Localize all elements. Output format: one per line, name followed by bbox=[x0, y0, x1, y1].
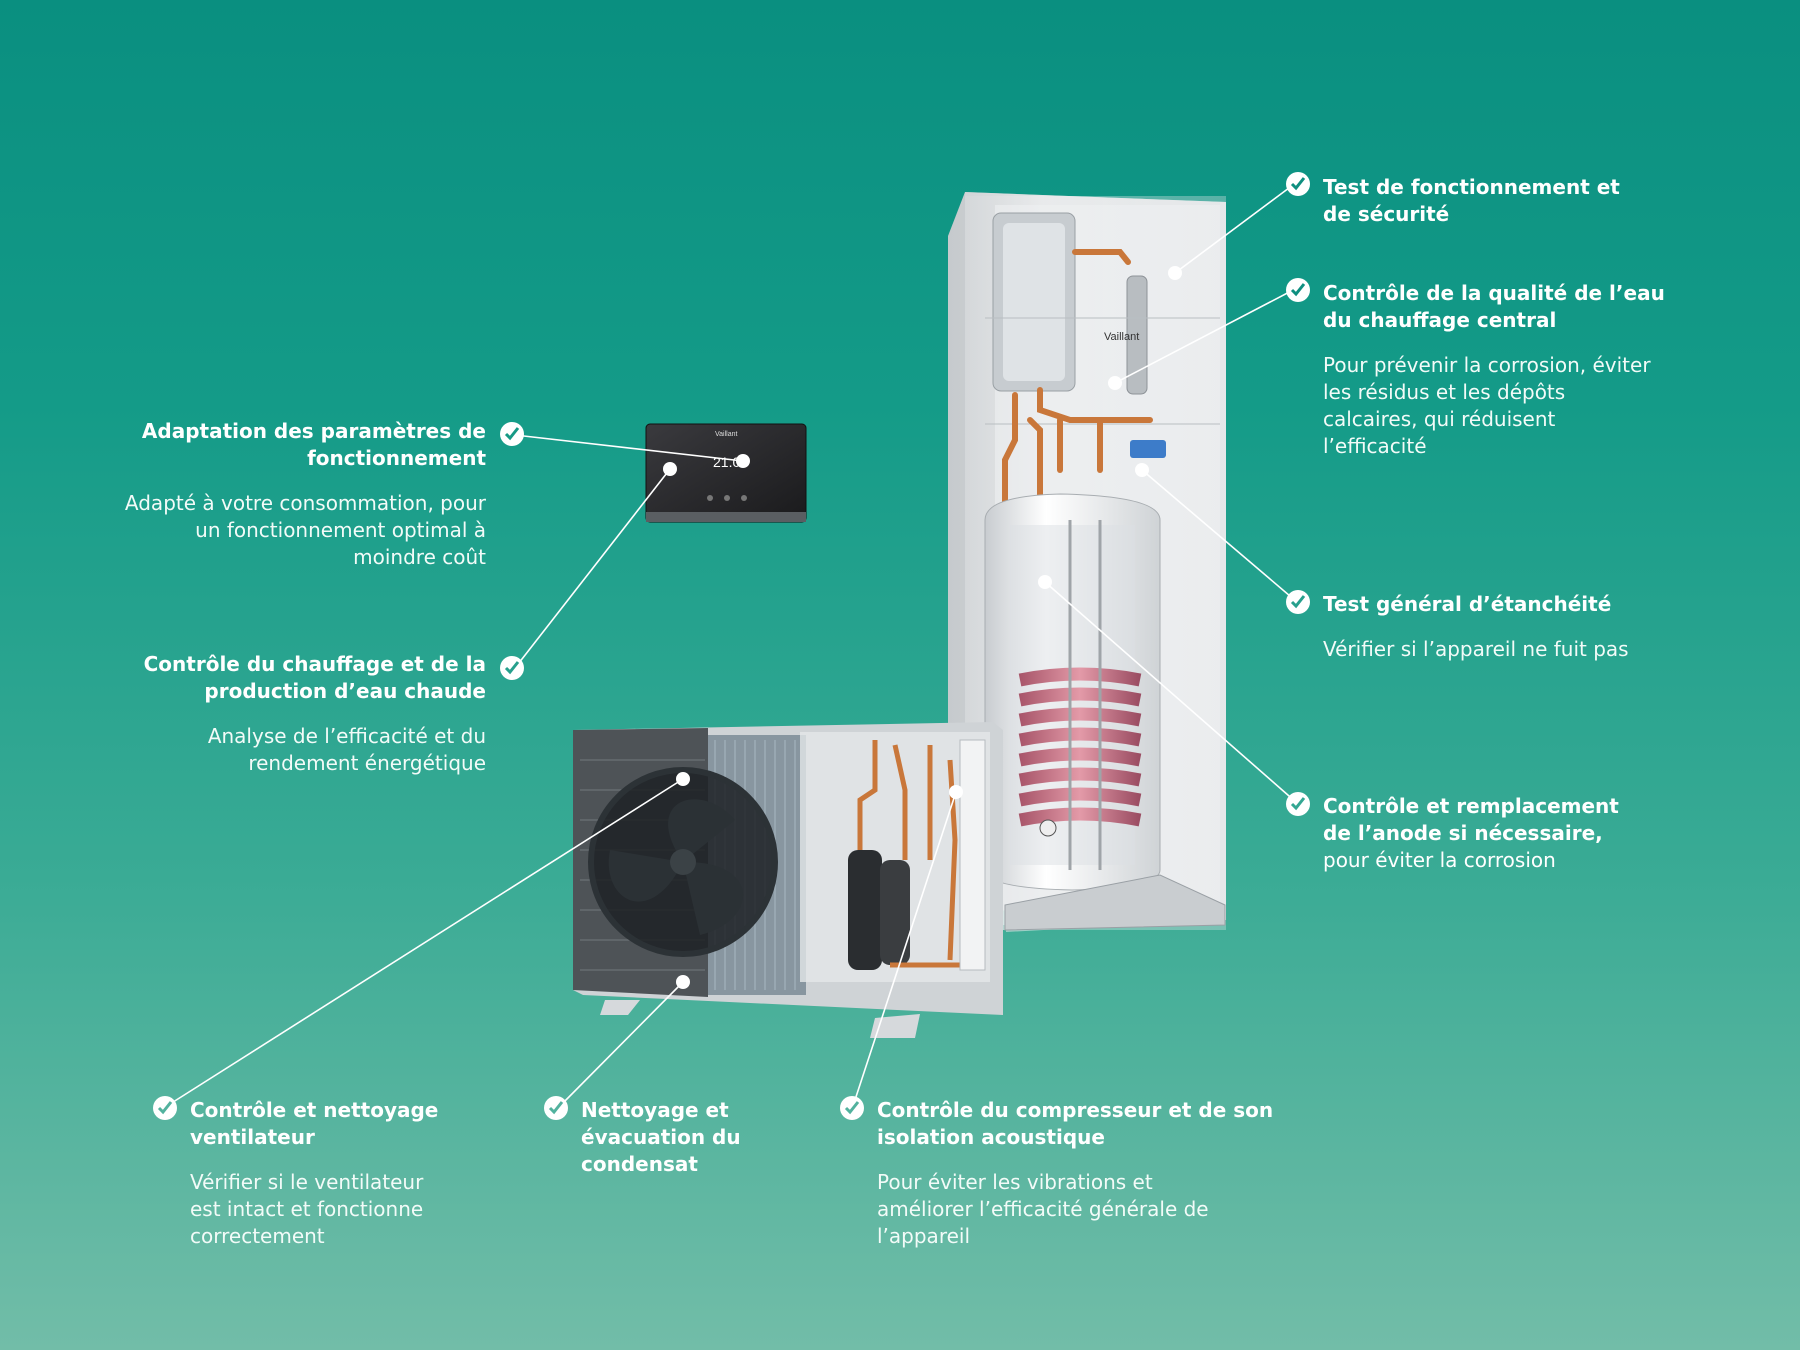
annotation-qualite-eau: Contrôle de la qualité de l’eau du chauf… bbox=[1323, 280, 1683, 460]
check-icon bbox=[1286, 792, 1310, 816]
controller-brand: Vaillant bbox=[715, 431, 737, 438]
annotation-description: Adapté à votre consommation, pour un fon… bbox=[124, 491, 486, 569]
annotation-description: Pour éviter les vibrations et améliorer … bbox=[877, 1170, 1209, 1248]
annotation-condensat: Nettoyage et évacuation du condensat bbox=[581, 1097, 781, 1178]
annotation-description: Vérifier si l’appareil ne fuit pas bbox=[1323, 637, 1629, 661]
annotation-compresseur: Contrôle du compresseur et de son isolat… bbox=[877, 1097, 1297, 1250]
fan-icon bbox=[588, 767, 778, 957]
room-controller: Vaillant 21.0 bbox=[645, 423, 807, 523]
annotation-chauffage-eau-chaude: Contrôle du chauffage et de la productio… bbox=[120, 651, 486, 777]
annotation-title-rest: pour éviter la corrosion bbox=[1323, 848, 1556, 872]
annotation-title: Test de fonctionnement et de sécurité bbox=[1323, 175, 1620, 226]
check-icon bbox=[1286, 278, 1310, 302]
indoor-unit: Vaillant bbox=[948, 192, 1226, 932]
check-icon bbox=[1286, 590, 1310, 614]
check-icon bbox=[544, 1096, 568, 1120]
annotation-title-bold: Contrôle et remplacement de l’anode si n… bbox=[1323, 794, 1619, 845]
annotation-description: Pour prévenir la corrosion, éviter les r… bbox=[1323, 353, 1651, 458]
check-icon bbox=[500, 656, 524, 680]
annotation-etancheite: Test général d’étanchéité Vérifier si l’… bbox=[1323, 591, 1683, 663]
hot-water-tank bbox=[984, 493, 1161, 891]
annotation-title: Adaptation des paramètres de fonctionnem… bbox=[141, 419, 486, 470]
annotation-title: Contrôle et nettoyage ventilateur bbox=[190, 1098, 439, 1149]
leader-lines bbox=[169, 181, 1298, 1107]
check-icon bbox=[1286, 172, 1310, 196]
annotation-title: Contrôle et remplacement de l’anode si n… bbox=[1323, 793, 1653, 874]
annotation-anode: Contrôle et remplacement de l’anode si n… bbox=[1323, 793, 1653, 874]
tank-brand-label: Vaillant bbox=[1104, 331, 1139, 343]
hydraulic-module: Vaillant bbox=[985, 212, 1220, 425]
annotation-test-fonctionnement: Test de fonctionnement et de sécurité bbox=[1323, 174, 1633, 228]
annotation-title: Contrôle du chauffage et de la productio… bbox=[143, 652, 486, 703]
heating-coil bbox=[1018, 667, 1142, 827]
annotation-ventilateur: Contrôle et nettoyage ventilateur Vérifi… bbox=[190, 1097, 460, 1250]
outdoor-unit bbox=[573, 722, 1003, 1038]
annotation-title: Contrôle de la qualité de l’eau du chauf… bbox=[1323, 281, 1665, 332]
annotation-title: Contrôle du compresseur et de son isolat… bbox=[877, 1098, 1274, 1149]
pressure-gauge-icon bbox=[1039, 819, 1057, 837]
check-icon bbox=[153, 1096, 177, 1120]
annotation-title: Test général d’étanchéité bbox=[1323, 592, 1612, 616]
check-icon bbox=[500, 422, 524, 446]
annotation-description: Analyse de l’efficacité et du rendement … bbox=[207, 724, 486, 775]
annotation-parametres: Adaptation des paramètres de fonctionnem… bbox=[120, 418, 486, 571]
annotation-title: Nettoyage et évacuation du condensat bbox=[581, 1098, 741, 1176]
check-icon bbox=[840, 1096, 864, 1120]
annotation-description: Vérifier si le ventilateur est intact et… bbox=[190, 1170, 424, 1248]
marker-dots bbox=[663, 266, 1182, 989]
